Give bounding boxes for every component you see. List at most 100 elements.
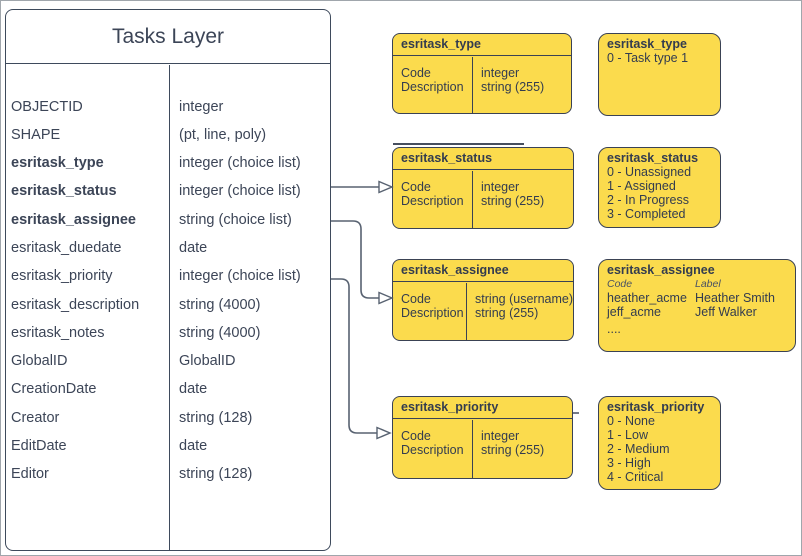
field-type: string (choice list) [179, 211, 292, 228]
field-type: integer [179, 98, 224, 115]
arrowhead-status-icon [378, 180, 394, 194]
field-type: string (128) [179, 466, 253, 483]
table-row: esritask_assignee string (choice list) [6, 206, 330, 234]
domain-box-title: esritask_assignee [393, 260, 573, 282]
field-type: (pt, line, poly) [179, 126, 267, 143]
assignee-label: Jeff Walker [695, 305, 757, 319]
field-name: esritask_assignee [11, 211, 136, 228]
value-line: 1 - Assigned [607, 179, 676, 193]
domain-field: Code [401, 291, 431, 306]
field-name: esritask_type [11, 155, 104, 172]
field-name: GlobalID [11, 353, 68, 370]
value-box-title: esritask_priority [607, 400, 705, 414]
value-box-title: esritask_type [607, 37, 687, 51]
domain-type: string (255) [481, 79, 545, 94]
field-name: EditDate [11, 438, 67, 455]
table-row: esritask_duedate date [6, 234, 330, 262]
field-name: CreationDate [11, 381, 97, 398]
table-row: esritask_type integer (choice list) [6, 149, 330, 177]
arrowhead-priority-icon [376, 426, 392, 440]
field-name: esritask_duedate [11, 239, 122, 256]
domain-box-title: esritask_priority [393, 397, 572, 419]
field-type: integer (choice list) [179, 155, 301, 172]
domain-type: string (255) [481, 442, 545, 457]
tasks-layer-title: Tasks Layer [6, 10, 330, 64]
assignee-label-header: Label [695, 278, 721, 290]
domain-field: Description [401, 305, 464, 320]
value-line: 2 - Medium [607, 442, 670, 456]
field-type: GlobalID [179, 353, 236, 370]
value-box-title: esritask_assignee [607, 263, 715, 277]
field-name: esritask_priority [11, 268, 113, 285]
table-row: esritask_status integer (choice list) [6, 177, 330, 205]
tasks-layer-fields: OBJECTID integer SHAPE (pt, line, poly) es… [6, 65, 330, 551]
value-box-esritask-assignee: esritask_assignee Code Label heather_acm… [598, 259, 796, 352]
domain-box-title: esritask_status [393, 148, 573, 170]
field-name: SHAPE [11, 126, 61, 143]
value-line: 0 - None [607, 414, 655, 428]
domain-type: string (255) [481, 193, 545, 208]
domain-field: Code [401, 65, 431, 80]
domain-type: integer [481, 428, 520, 443]
value-line: 2 - In Progress [607, 193, 689, 207]
field-type: date [179, 239, 208, 256]
field-name: esritask_description [11, 296, 140, 313]
table-row: esritask_notes string (4000) [6, 319, 330, 347]
value-box-esritask-status: esritask_status 0 - Unassigned 1 - Assig… [598, 147, 721, 228]
connector-priority [331, 278, 377, 434]
field-name: esritask_status [11, 183, 117, 200]
value-line: 3 - High [607, 456, 651, 470]
field-name: Creator [11, 409, 60, 426]
table-row: OBJECTID integer [6, 93, 330, 121]
tasks-layer-table: Tasks Layer OBJECTID integer SHAPE (pt, li… [5, 9, 331, 551]
field-name: esritask_notes [11, 324, 105, 341]
table-row: Creator string (128) [6, 404, 330, 432]
arrowhead-assignee-icon [378, 291, 394, 305]
domain-field: Description [401, 193, 464, 208]
field-name: Editor [11, 466, 49, 483]
field-type: string (128) [179, 409, 253, 426]
assignee-ellipsis: .... [607, 322, 621, 336]
field-type: date [179, 381, 208, 398]
value-box-title: esritask_status [607, 151, 699, 165]
value-line: 0 - Task type 1 [607, 51, 689, 65]
domain-field: Description [401, 79, 464, 94]
field-type: integer (choice list) [179, 183, 301, 200]
table-row: EditDate date [6, 432, 330, 460]
value-box-esritask-type: esritask_type 0 - Task type 1 [598, 33, 721, 116]
domain-type: integer [481, 65, 520, 80]
domain-box-title: esritask_type [393, 34, 571, 56]
field-name: OBJECTID [11, 98, 83, 115]
field-type: date [179, 438, 208, 455]
domain-field: Code [401, 428, 431, 443]
value-line: 0 - Unassigned [607, 165, 692, 179]
assignee-code: heather_acme [607, 291, 687, 305]
table-row: esritask_description string (4000) [6, 291, 330, 319]
field-type: string (4000) [179, 296, 261, 313]
table-row: GlobalID GlobalID [6, 347, 330, 375]
value-line: 1 - Low [607, 428, 648, 442]
table-row: CreationDate date [6, 375, 330, 403]
domain-field: Description [401, 442, 464, 457]
assignee-code-header: Code [607, 278, 633, 290]
value-line: 3 - Completed [607, 207, 686, 221]
value-box-esritask-priority: esritask_priority 0 - None 1 - Low 2 - M… [598, 396, 721, 490]
assignee-label: Heather Smith [695, 291, 775, 305]
domain-type: integer [481, 179, 520, 194]
domain-type: string (username) [475, 291, 573, 306]
column-divider [168, 64, 170, 550]
domain-field: Code [401, 179, 431, 194]
assignee-code: jeff_acme [607, 305, 661, 319]
connector-assignee [331, 220, 379, 299]
field-type: string (4000) [179, 324, 261, 341]
domain-type: string (255) [475, 305, 539, 320]
table-row: SHAPE (pt, line, poly) [6, 121, 330, 149]
value-line: 4 - Critical [607, 470, 664, 484]
table-row: Editor string (128) [6, 460, 330, 488]
